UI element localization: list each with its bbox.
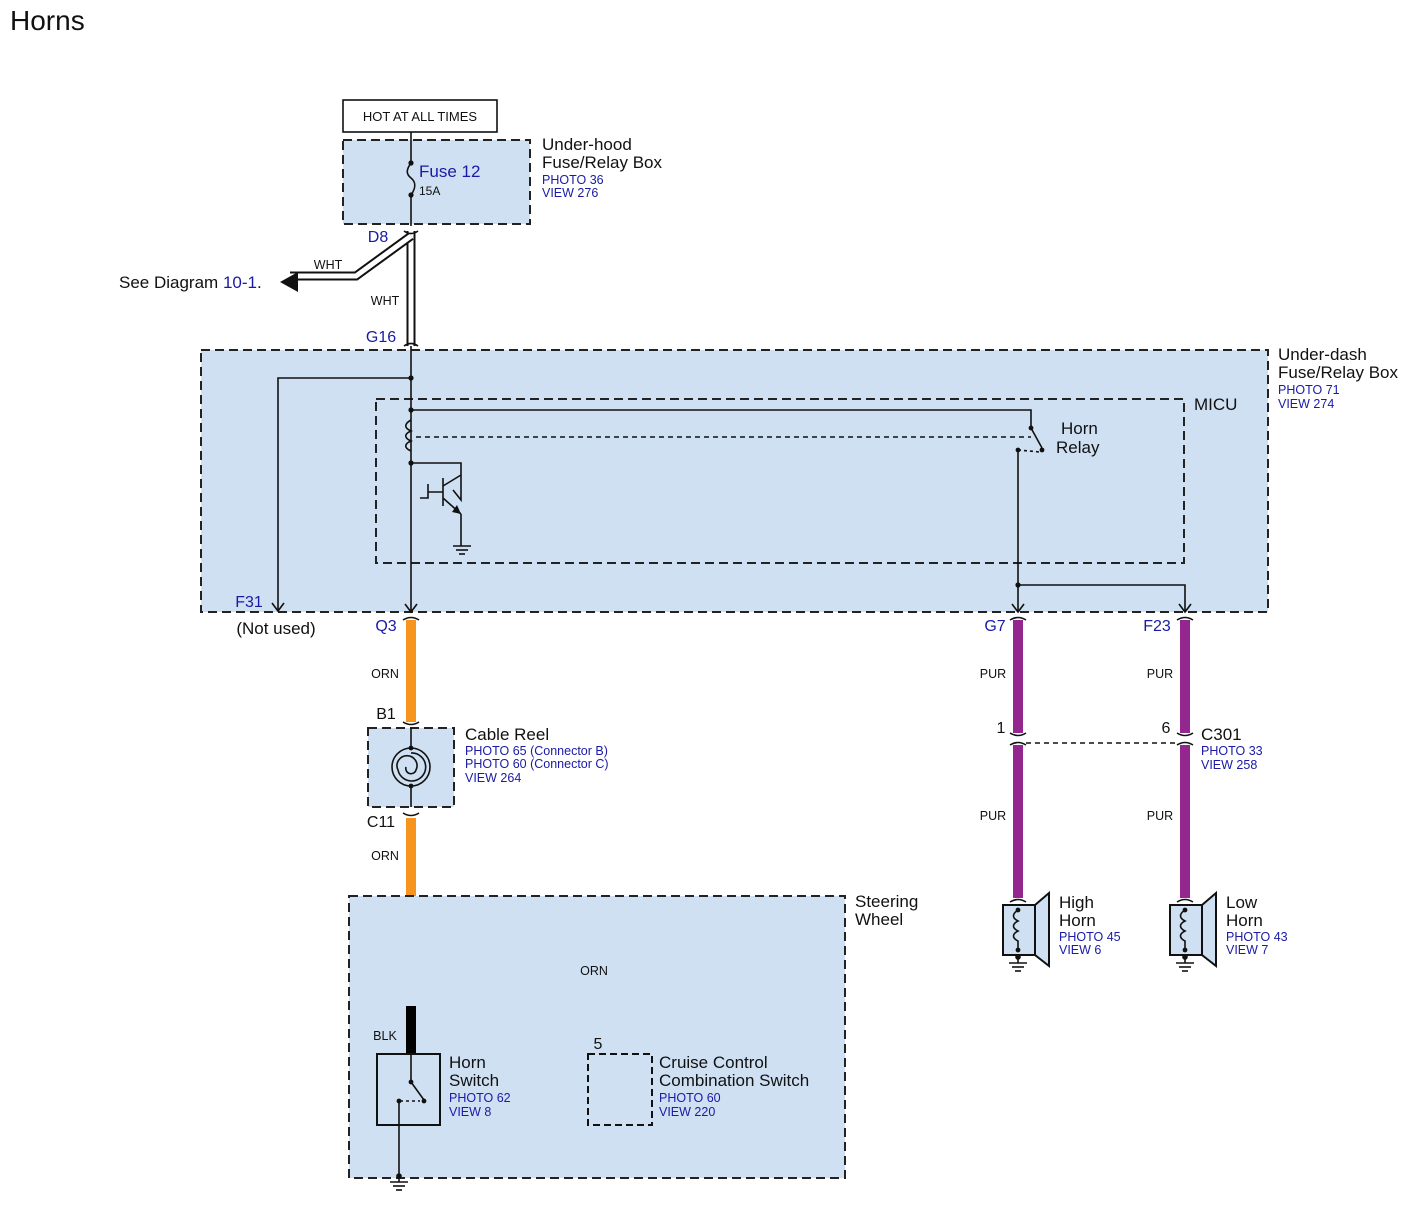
hot-label: HOT AT ALL TIMES [363,109,477,124]
see-diagram-text[interactable]: See Diagram 10-1. [119,273,262,292]
horn-switch-photo: PHOTO 62 [449,1091,511,1105]
high-horn-label-2: Horn [1059,911,1096,930]
wire-label-blk: BLK [373,1029,397,1043]
high-horn-label-1: High [1059,893,1094,912]
high-horn-icon [1002,890,1050,972]
pin-d8: D8 [368,229,389,246]
underhood-label-2: Fuse/Relay Box [542,153,662,172]
cable-reel-coil-icon [391,728,431,807]
page-title: Horns [10,5,85,36]
c301-name: C301 [1201,725,1242,744]
high-horn-view: VIEW 6 [1059,943,1101,957]
steering-label-2: Wheel [855,910,903,929]
fuse-12-symbol [406,132,416,226]
pur-wire-f23 [1176,616,1194,898]
orn-wire-q3-b1 [402,616,420,726]
pin-f31: F31 [235,594,263,611]
underhood-label-1: Under-hood [542,135,632,154]
pin-c301-1: 1 [997,720,1006,737]
cable-reel-view: VIEW 264 [465,771,521,785]
underdash-view: VIEW 274 [1278,397,1334,411]
pin-b1: B1 [376,706,396,723]
underhood-view: VIEW 276 [542,186,598,200]
cruise-view: VIEW 220 [659,1105,715,1119]
pin-g7: G7 [984,618,1005,635]
horn-relay-label-2: Relay [1056,438,1100,457]
steering-wheel-box [348,895,846,1179]
underdash-label-2: Fuse/Relay Box [1278,363,1398,382]
c301-photo: PHOTO 33 [1201,744,1263,758]
internal-circuit [271,346,1192,614]
underdash-photo: PHOTO 71 [1278,383,1340,397]
steering-label-1: Steering [855,892,918,911]
cruise-label-1: Cruise Control [659,1053,768,1072]
pin-5: 5 [594,1036,603,1053]
underdash-fuse-box [200,349,1269,613]
underhood-photo: PHOTO 36 [542,173,604,187]
pin-c11: C11 [367,814,395,831]
low-horn-view: VIEW 7 [1226,943,1268,957]
low-horn-label-1: Low [1226,893,1258,912]
wire-label-wht-1: WHT [314,258,343,272]
wire-label-pur-1: PUR [980,667,1006,681]
cable-reel-name: Cable Reel [465,725,549,744]
not-used-label: (Not used) [236,619,315,638]
pur-wire-g7 [1009,616,1027,898]
wire-label-pur-2: PUR [1147,667,1173,681]
high-horn-photo: PHOTO 45 [1059,930,1121,944]
low-horn-icon [1169,890,1217,972]
pin-q3: Q3 [375,618,396,635]
pin-c301-6: 6 [1162,720,1171,737]
horn-switch-view: VIEW 8 [449,1105,491,1119]
underdash-label-1: Under-dash [1278,345,1367,364]
horn-switch-label-1: Horn [449,1053,486,1072]
cable-reel-photo-1: PHOTO 65 (Connector B) [465,744,608,758]
low-horn-photo: PHOTO 43 [1226,930,1288,944]
wire-label-wht-2: WHT [371,294,400,308]
micu-label: MICU [1194,395,1237,414]
wire-label-pur-4: PUR [1147,809,1173,823]
fuse-rating: 15A [419,184,440,198]
c301-view: VIEW 258 [1201,758,1257,772]
wire-label-orn-1: ORN [371,667,399,681]
wire-label-pur-3: PUR [980,809,1006,823]
cable-reel-photo-2: PHOTO 60 (Connector C) [465,757,609,771]
wht-wire [280,230,419,347]
cruise-label-2: Combination Switch [659,1071,809,1090]
wire-label-orn-2: ORN [371,849,399,863]
horn-switch-icon[interactable] [376,1053,441,1191]
pin-g16: G16 [366,329,396,346]
pin-f23: F23 [1143,618,1171,635]
horn-relay-label-1: Horn [1061,419,1098,438]
wire-label-orn-3: ORN [580,964,608,978]
horn-switch-label-2: Switch [449,1071,499,1090]
micu-box [375,398,1185,564]
fuse-name: Fuse 12 [419,162,480,181]
hot-at-all-times-box: HOT AT ALL TIMES [342,99,498,133]
cruise-control-switch-box[interactable] [587,1053,653,1126]
cruise-photo: PHOTO 60 [659,1091,721,1105]
low-horn-label-2: Horn [1226,911,1263,930]
underhood-fuse-box [342,139,531,225]
